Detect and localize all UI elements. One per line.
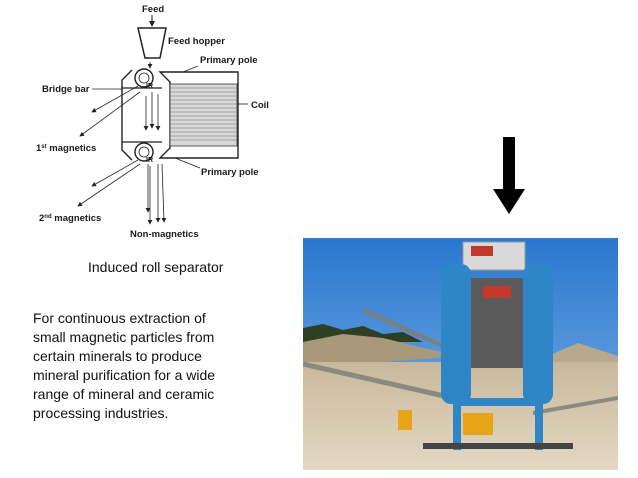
primary-pole xyxy=(158,71,239,159)
induced-roll-separator-diagram: Feed Feed hopper Primary pole Coil Bridg… xyxy=(36,4,269,240)
bridge-bar-label: Bridge bar xyxy=(42,84,90,95)
coil xyxy=(169,83,238,147)
diagram-caption: Induced roll separator xyxy=(88,259,224,275)
down-arrow-icon xyxy=(493,137,525,214)
second-magnetics-label: 2nd magnetics xyxy=(39,213,101,224)
ir-bottom-label: IR xyxy=(146,157,153,164)
primary-pole-bottom-leader xyxy=(174,157,201,169)
primary-pole-top-label: Primary pole xyxy=(200,55,258,66)
first-magnetics-label: 1st magnetics xyxy=(36,143,96,154)
feed-hopper-label: Feed hopper xyxy=(168,36,225,47)
induced-roll-bottom: IR xyxy=(134,142,154,164)
non-magnetics-label: Non-magnetics xyxy=(130,229,199,240)
coil-label: Coil xyxy=(251,100,269,111)
induced-roll-top: IR xyxy=(134,68,154,90)
primary-pole-top-leader xyxy=(182,65,199,73)
flow-arrows xyxy=(77,62,167,225)
separator-machine-photo xyxy=(303,238,618,470)
feed-hopper xyxy=(137,27,167,59)
description-text: For continuous extraction of small magne… xyxy=(33,310,216,421)
feed-label: Feed xyxy=(142,4,164,15)
primary-pole-bottom-label: Primary pole xyxy=(201,167,259,178)
bridge-bar xyxy=(121,69,133,161)
ir-top-label: IR xyxy=(146,83,153,90)
